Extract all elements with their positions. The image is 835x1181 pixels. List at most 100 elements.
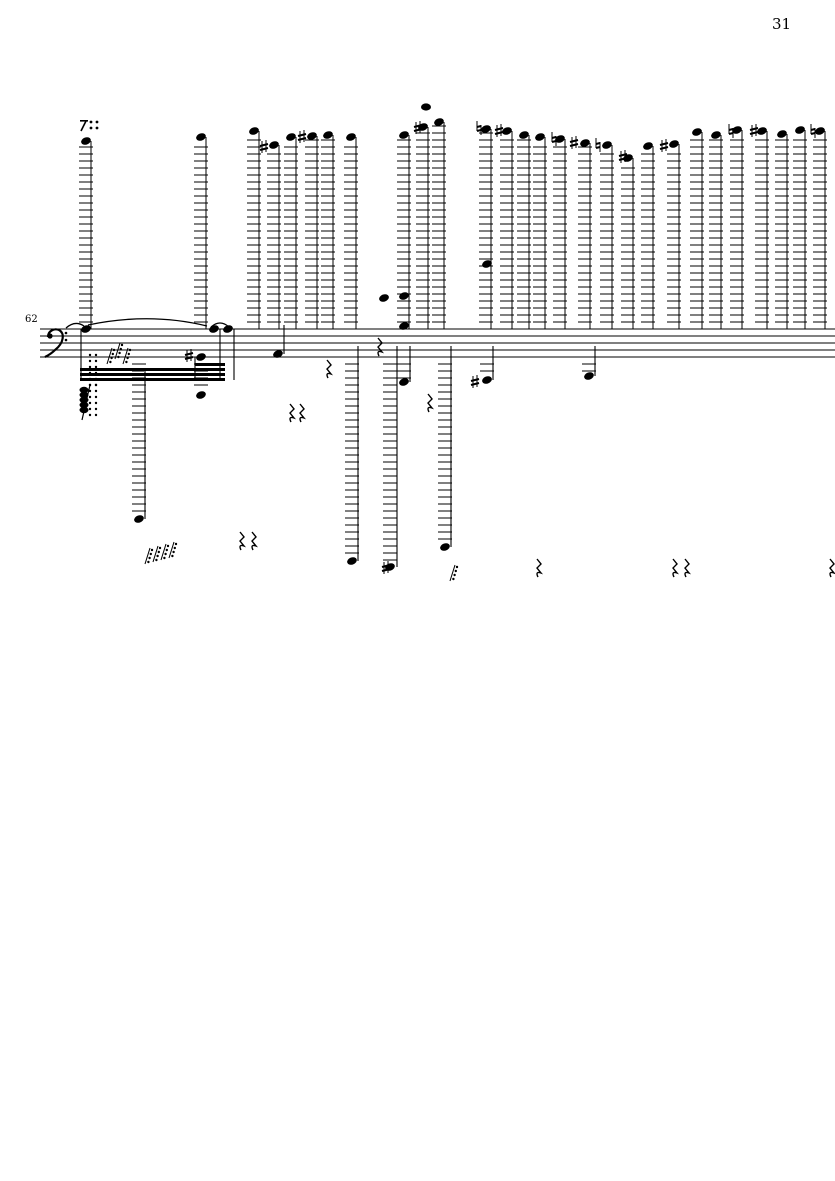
low-notehead bbox=[134, 515, 144, 523]
cluster-notehead bbox=[79, 386, 89, 394]
low-notehead bbox=[440, 543, 450, 551]
tremolo-dot bbox=[157, 550, 160, 554]
tremolo-dot bbox=[112, 348, 116, 352]
high-notehead bbox=[535, 133, 545, 141]
tremolo-dot bbox=[119, 347, 123, 351]
high-notehead bbox=[732, 126, 742, 134]
tremolo-slash bbox=[168, 541, 175, 559]
tremolo-dot bbox=[150, 548, 154, 552]
accidentals bbox=[184, 121, 816, 574]
high-notehead bbox=[795, 126, 805, 134]
sharp-icon bbox=[381, 561, 391, 574]
tremolo-slash bbox=[114, 342, 121, 360]
notehead bbox=[223, 325, 233, 333]
high-notehead bbox=[323, 131, 333, 139]
high-notehead bbox=[580, 139, 590, 147]
high-notehead bbox=[249, 127, 259, 135]
tremolo-dot bbox=[94, 401, 98, 405]
tremolo-dot bbox=[174, 542, 178, 546]
fermata-icon bbox=[80, 120, 99, 132]
tremolo-dot bbox=[125, 360, 128, 364]
tremolo-dot bbox=[94, 383, 98, 387]
rest-icon bbox=[427, 393, 435, 413]
high-notehead bbox=[481, 125, 491, 133]
tremolo-dot bbox=[155, 558, 158, 562]
sharp-icon bbox=[659, 139, 669, 152]
tremolo-dot bbox=[118, 351, 121, 355]
tremolo-dot bbox=[94, 371, 98, 375]
tremolo-dot bbox=[88, 401, 92, 405]
natural-icon bbox=[728, 124, 734, 138]
tremolo-slash bbox=[449, 564, 456, 582]
high-notehead bbox=[711, 131, 721, 139]
sharp-icon bbox=[184, 349, 194, 362]
tremolo-dot bbox=[166, 544, 170, 548]
natural-icon bbox=[595, 138, 601, 152]
high-notehead bbox=[196, 133, 206, 141]
high-notehead bbox=[623, 154, 633, 162]
tremolo-dot bbox=[453, 573, 456, 577]
ledger-stacks-above bbox=[79, 122, 827, 329]
high-notehead bbox=[286, 133, 296, 141]
sharp-icon bbox=[259, 140, 269, 153]
rest-icon bbox=[299, 403, 307, 423]
tremolo-dot bbox=[88, 353, 92, 357]
high-notehead bbox=[307, 132, 317, 140]
tremolo-dot bbox=[94, 353, 98, 357]
low-notehead bbox=[584, 372, 594, 380]
notehead bbox=[482, 260, 492, 268]
high-notehead bbox=[692, 128, 702, 136]
tremolo-dot bbox=[147, 560, 150, 564]
tremolo-dot bbox=[172, 550, 175, 554]
natural-icon bbox=[551, 132, 557, 146]
high-notehead bbox=[777, 130, 787, 138]
high-notehead bbox=[643, 142, 653, 150]
high-noteheads bbox=[81, 103, 825, 162]
low-noteheads bbox=[134, 372, 594, 571]
tremolo-dot bbox=[94, 413, 98, 417]
notehead bbox=[379, 294, 389, 302]
tremolo-slash bbox=[160, 543, 167, 561]
ledger-stacks-below bbox=[132, 363, 596, 561]
page-number: 31 bbox=[772, 15, 792, 33]
tremolo-dot bbox=[173, 546, 176, 550]
tremolo-marks bbox=[79, 342, 459, 582]
notehead bbox=[273, 350, 283, 358]
tremolo-dot bbox=[88, 371, 92, 375]
stem bbox=[81, 384, 91, 421]
rest-icon bbox=[672, 558, 680, 578]
tremolo-dot bbox=[94, 359, 98, 363]
high-notehead bbox=[346, 133, 356, 141]
tremolo-dot bbox=[158, 546, 162, 550]
low-notehead bbox=[399, 378, 409, 386]
tremolo-dot bbox=[94, 377, 98, 381]
tremolo-dot bbox=[88, 389, 92, 393]
staff-noteheads bbox=[81, 260, 492, 361]
tremolo-dot bbox=[111, 352, 115, 356]
tremolo-dot bbox=[128, 348, 132, 352]
tremolo-dot bbox=[94, 365, 98, 369]
tremolo-slash bbox=[122, 347, 129, 365]
tremolo-dot bbox=[88, 407, 92, 411]
high-notehead bbox=[815, 127, 825, 135]
tremolo-dot bbox=[149, 552, 152, 556]
tremolo-dot bbox=[156, 554, 159, 558]
stems bbox=[80, 325, 596, 567]
tremolo-dot bbox=[94, 389, 98, 393]
tremolo-dot bbox=[171, 554, 174, 558]
tremolo-dot bbox=[88, 377, 92, 381]
tremolo-dot bbox=[455, 565, 459, 569]
rest-icon bbox=[239, 531, 247, 551]
tremolo-dot bbox=[164, 552, 167, 556]
natural-icon bbox=[476, 121, 482, 135]
sharp-icon bbox=[618, 150, 628, 163]
high-notehead bbox=[399, 131, 409, 139]
high-notehead bbox=[269, 141, 279, 149]
sharp-icon bbox=[413, 121, 423, 134]
high-notehead bbox=[602, 141, 612, 149]
notehead bbox=[81, 325, 91, 333]
high-notehead bbox=[669, 140, 679, 148]
sharp-icon bbox=[494, 124, 504, 137]
